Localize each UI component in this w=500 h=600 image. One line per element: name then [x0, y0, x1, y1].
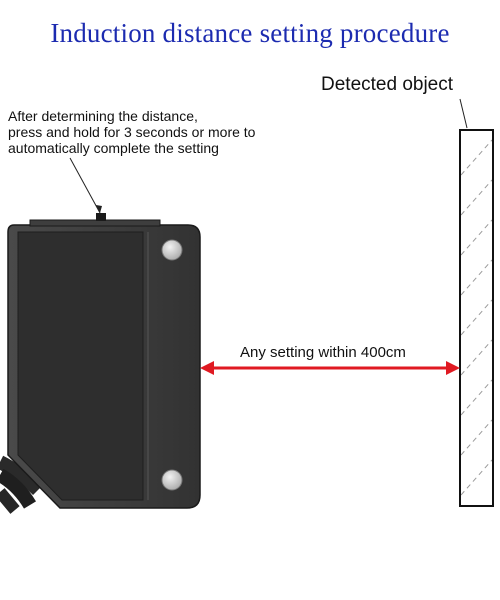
detected-object-label: Detected object [321, 74, 454, 95]
sensor-cable [0, 455, 43, 514]
annotation-line-1: After determining the distance, [8, 108, 198, 124]
object-leader-line [459, 98, 468, 129]
diagram-title: Induction distance setting procedure [50, 18, 450, 48]
top-screw [161, 239, 183, 261]
detected-object [459, 129, 494, 507]
setting-button-annotation: After determining the distance, press an… [8, 108, 255, 156]
annotation-line-2: press and hold for 3 seconds or more to [8, 124, 256, 140]
annotation-leader-line [69, 157, 102, 214]
photoelectric-sensor [7, 213, 201, 509]
bottom-screw [161, 469, 183, 491]
distance-label: Any setting within 400cm [240, 344, 406, 361]
setting-button [96, 213, 106, 221]
annotation-line-3: automatically complete the setting [8, 140, 219, 156]
distance-arrow [200, 361, 460, 375]
